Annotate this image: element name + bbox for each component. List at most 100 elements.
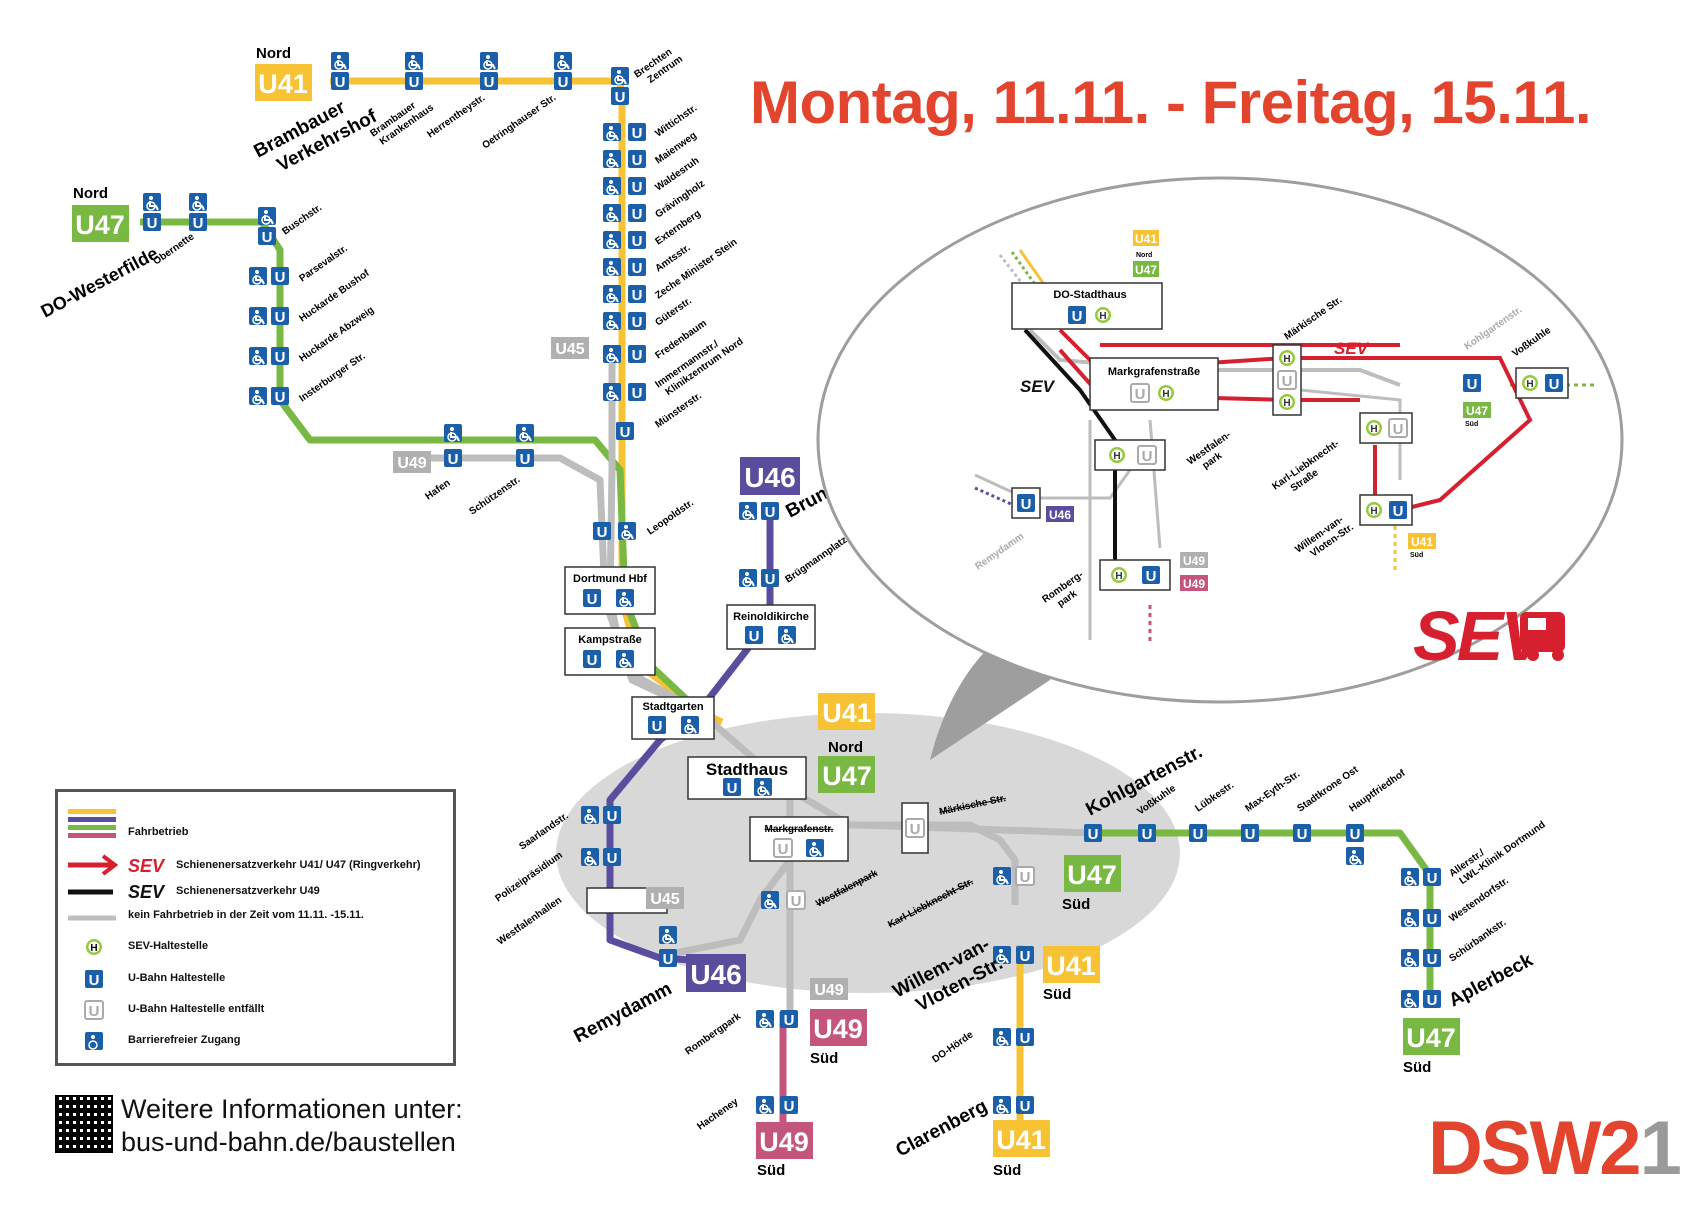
svg-text:U46: U46: [690, 959, 741, 990]
page-title: Montag, 11.11. - Freitag, 15.11.: [750, 69, 1592, 136]
closed-east: [859, 821, 1091, 837]
svg-text:U47: U47: [1406, 1023, 1456, 1053]
svg-text:U41: U41: [1411, 535, 1433, 549]
u41-stops: [330, 51, 646, 441]
svg-text:Immermannstr./Klinikzentrum No: Immermannstr./Klinikzentrum Nord: [653, 326, 745, 400]
badge-u45-south: U45: [646, 887, 684, 909]
svg-text:Süd: Süd: [1062, 896, 1090, 913]
svg-text:U47: U47: [1067, 860, 1117, 890]
svg-text:U45: U45: [650, 891, 679, 908]
svg-text:Süd: Süd: [1465, 421, 1478, 428]
svg-text:SEV: SEV: [128, 856, 166, 876]
svg-text:Süd: Süd: [1410, 552, 1423, 559]
svg-text:U49: U49: [813, 1014, 863, 1044]
svg-text:Stadthaus: Stadthaus: [706, 760, 788, 779]
badge-u47-sued-east: U47 Süd: [1062, 855, 1121, 913]
svg-text:Süd: Süd: [757, 1162, 785, 1179]
svg-text:DO-Hörde: DO-Hörde: [930, 1029, 975, 1065]
badge-u45: U45: [551, 337, 589, 359]
svg-text:Hafen: Hafen: [423, 478, 452, 503]
badge-u41-sued-mid: U41 Süd: [1043, 946, 1100, 1003]
svg-text:U47: U47: [1135, 263, 1157, 277]
badge-u49-north: U49: [393, 451, 431, 473]
station-box-stadtgarten: Stadtgarten: [631, 696, 715, 740]
info-text: Weitere Informationen unter: bus-und-bah…: [121, 1093, 463, 1159]
svg-text:U: U: [89, 1003, 100, 1020]
svg-text:Lübkestr.: Lübkestr.: [1193, 780, 1236, 815]
terminus-westerfilde: DO-Westerfilde: [37, 243, 161, 322]
svg-text:U47: U47: [1466, 404, 1488, 418]
svg-text:U49: U49: [759, 1127, 809, 1157]
svg-text:SEV: SEV: [128, 882, 166, 902]
station-box-reinoldikirche: Reinoldikirche: [726, 604, 816, 650]
badge-u41-nord: Nord U41: [255, 45, 312, 101]
svg-text:Max-Eyth-Str.: Max-Eyth-Str.: [1243, 769, 1302, 815]
svg-text:U41: U41: [258, 69, 308, 99]
station-box-maerkische: [901, 802, 929, 854]
badge-u46-south: U46: [686, 954, 746, 992]
svg-text:U47: U47: [822, 761, 872, 791]
station-box-hbf: Dortmund Hbf: [564, 566, 656, 615]
svg-text:Buschstr.: Buschstr.: [280, 202, 324, 237]
terminus-remydamm: Remydamm: [570, 978, 675, 1047]
svg-text:U41: U41: [1135, 232, 1157, 246]
legend: SEV SEV H U U Fahrbetrieb Schienenersatz…: [55, 789, 456, 1066]
u47-stops: [142, 192, 637, 541]
svg-text:SEV: SEV: [1020, 377, 1056, 396]
closed-southwest: [664, 857, 793, 959]
info-link[interactable]: bus-und-bahn.de/baustellen: [121, 1127, 456, 1157]
svg-text:Schürbankstr.: Schürbankstr.: [1447, 917, 1508, 964]
svg-text:U49: U49: [1183, 554, 1205, 568]
svg-text:Parsevalstr.: Parsevalstr.: [297, 243, 349, 284]
svg-text:Süd: Süd: [1043, 986, 1071, 1003]
svg-text:SEV: SEV: [1334, 339, 1370, 358]
svg-text:Rombergpark: Rombergpark: [683, 1011, 743, 1058]
svg-text:BrechtenZentrum: BrechtenZentrum: [632, 44, 685, 90]
svg-text:Nord: Nord: [256, 45, 291, 62]
svg-text:Westfalenhallen: Westfalenhallen: [495, 895, 564, 948]
svg-text:U41: U41: [1046, 951, 1096, 981]
svg-text:DO-Stadthaus: DO-Stadthaus: [1053, 289, 1126, 301]
svg-text:Münsterstr.: Münsterstr.: [653, 390, 704, 430]
svg-text:Dortmund Hbf: Dortmund Hbf: [573, 573, 647, 585]
svg-text:Obernette: Obernette: [151, 231, 196, 267]
svg-text:Nord: Nord: [1136, 252, 1152, 259]
svg-text:Süd: Süd: [1403, 1059, 1431, 1076]
svg-text:Oetringhauser Str.: Oetringhauser Str.: [480, 92, 558, 151]
svg-text:U49: U49: [1183, 577, 1205, 591]
svg-text:U49: U49: [397, 455, 426, 472]
svg-text:U: U: [89, 972, 100, 989]
badge-u47-sued-aplerbeck: U47 Süd: [1403, 1018, 1460, 1076]
station-box-markgrafenstr: Markgrafenstr.: [749, 816, 849, 862]
badge-u46-north: U46: [740, 457, 800, 495]
svg-text:Reinoldikirche: Reinoldikirche: [733, 611, 809, 623]
svg-text:U45: U45: [555, 341, 584, 358]
svg-text:Süd: Süd: [993, 1162, 1021, 1179]
svg-text:Brügmannplatz: Brügmannplatz: [783, 535, 849, 586]
station-box-stadthaus: Stadthaus: [687, 756, 807, 800]
sev-logo: SEV: [1413, 597, 1565, 675]
svg-text:Allerstr./LWL-Klinik Dortmund: Allerstr./LWL-Klinik Dortmund: [1447, 810, 1547, 890]
svg-text:Markgrafenstraße: Markgrafenstraße: [1108, 366, 1200, 378]
svg-text:Stadtgarten: Stadtgarten: [642, 701, 703, 713]
svg-text:Kampstraße: Kampstraße: [578, 634, 642, 646]
svg-text:U49: U49: [814, 982, 843, 999]
svg-text:Süd: Süd: [810, 1050, 838, 1067]
svg-text:Nord: Nord: [73, 185, 108, 202]
svg-text:U46: U46: [1049, 508, 1071, 522]
svg-text:U46: U46: [744, 462, 795, 493]
station-box-kampstrasse: Kampstraße: [564, 627, 656, 676]
badge-u41-sued-south: U41 Süd: [993, 1120, 1050, 1179]
svg-text:H: H: [90, 943, 97, 954]
badge-u41-nord-center: U41 Nord U47: [818, 693, 875, 793]
qr-code-icon[interactable]: [55, 1095, 113, 1153]
badge-u49-sued-mid: U49 U49 Süd: [810, 978, 867, 1067]
svg-text:U47: U47: [75, 210, 125, 240]
svg-text:U41: U41: [996, 1125, 1046, 1155]
badge-u49-sued-south: U49 Süd: [756, 1122, 813, 1179]
terminus-clarenberg: Clarenberg: [892, 1096, 990, 1162]
svg-text:BrambauerKrankenhaus: BrambauerKrankenhaus: [368, 92, 436, 149]
svg-text:U41: U41: [822, 698, 872, 728]
info-line-1: Weitere Informationen unter:: [121, 1094, 463, 1124]
